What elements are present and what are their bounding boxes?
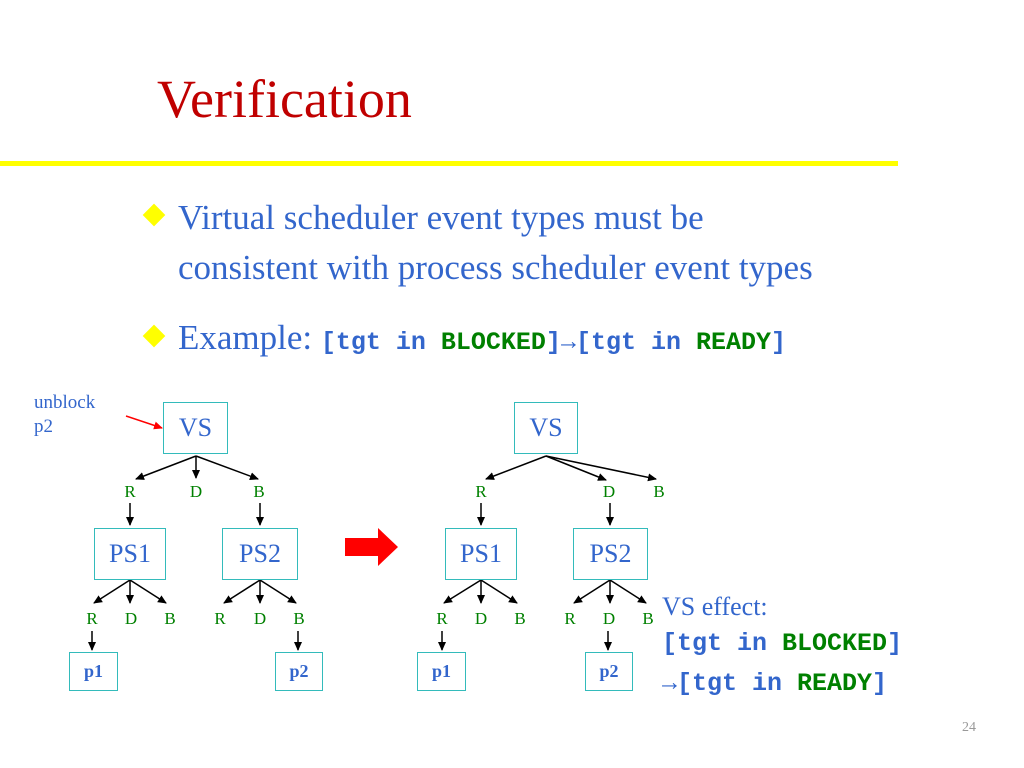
page-number: 24 [962, 720, 976, 735]
code-fragment: [tgt in [320, 328, 441, 357]
p2-node-after: p2 [585, 652, 633, 691]
annotation-arrow [125, 415, 163, 430]
p1-node-before: p1 [69, 652, 118, 691]
bullet-2-code: [tgt in BLOCKED]→[tgt in READY] [321, 328, 786, 357]
bullet-1-line-2: consistent with process scheduler event … [178, 248, 813, 287]
code-fragment: ] [887, 629, 903, 658]
edge-label-d: D [474, 609, 488, 628]
edge-label-r: R [86, 609, 98, 628]
code-fragment: →[tgt in [662, 669, 798, 698]
edge-label-b: B [253, 482, 265, 501]
ps2-node-after: PS2 [573, 528, 648, 580]
edge-label-r: R [214, 609, 226, 628]
vs-node-before: VS [163, 402, 228, 454]
edge-label-r: R [564, 609, 576, 628]
edge-label-d: D [602, 482, 616, 501]
code-fragment: [tgt in [662, 629, 783, 658]
vs-effect-label: VS effect: [662, 592, 768, 621]
edge-label-d: D [124, 609, 138, 628]
edge-label-d: D [189, 482, 203, 501]
annotation-line-1: unblock [34, 392, 96, 413]
code-keyword: READY [695, 328, 771, 357]
ps1-node-before: PS1 [94, 528, 166, 580]
edge-label-b: B [514, 609, 526, 628]
edge-label-d: D [602, 609, 616, 628]
edge-label-b: B [653, 482, 665, 501]
vs-effect-line-1: [tgt in BLOCKED] [662, 624, 902, 664]
code-fragment: ] [872, 669, 888, 698]
transition-arrow-icon [345, 528, 398, 566]
ps2-node-before: PS2 [222, 528, 298, 580]
edge-label-b: B [642, 609, 654, 628]
bullet-2-label: Example: [178, 318, 321, 357]
edge-label-d: D [253, 609, 267, 628]
edge-label-r: R [436, 609, 448, 628]
code-fragment: ] [770, 328, 786, 357]
p1-node-after: p1 [417, 652, 466, 691]
ps1-node-after: PS1 [445, 528, 517, 580]
bullet-2: Example: [tgt in BLOCKED]→[tgt in READY] [178, 313, 786, 368]
vs-effect: VS effect: [tgt in BLOCKED] →[tgt in REA… [662, 590, 902, 704]
code-keyword: BLOCKED [782, 629, 888, 658]
edge-label-r: R [475, 482, 487, 501]
code-keyword: READY [797, 669, 873, 698]
annotation: unblock p2 [34, 391, 95, 439]
edge-label-b: B [164, 609, 176, 628]
code-keyword: BLOCKED [440, 328, 546, 357]
bullet-1-line-1: Virtual scheduler event types must be [178, 198, 704, 237]
p2-node-before: p2 [275, 652, 323, 691]
vs-effect-line-2: →[tgt in READY] [662, 664, 902, 704]
edge-label-r: R [124, 482, 136, 501]
edge-vs-r [135, 455, 197, 480]
slide-title: Verification [157, 69, 412, 129]
edge-vs-b [195, 455, 259, 480]
annotation-line-2: p2 [34, 416, 53, 437]
title-divider [0, 161, 898, 166]
vs-node-after: VS [514, 402, 578, 454]
edge-label-b: B [293, 609, 305, 628]
bullet-1: Virtual scheduler event types must be co… [178, 193, 813, 293]
code-fragment: ]→[tgt in [545, 328, 696, 357]
